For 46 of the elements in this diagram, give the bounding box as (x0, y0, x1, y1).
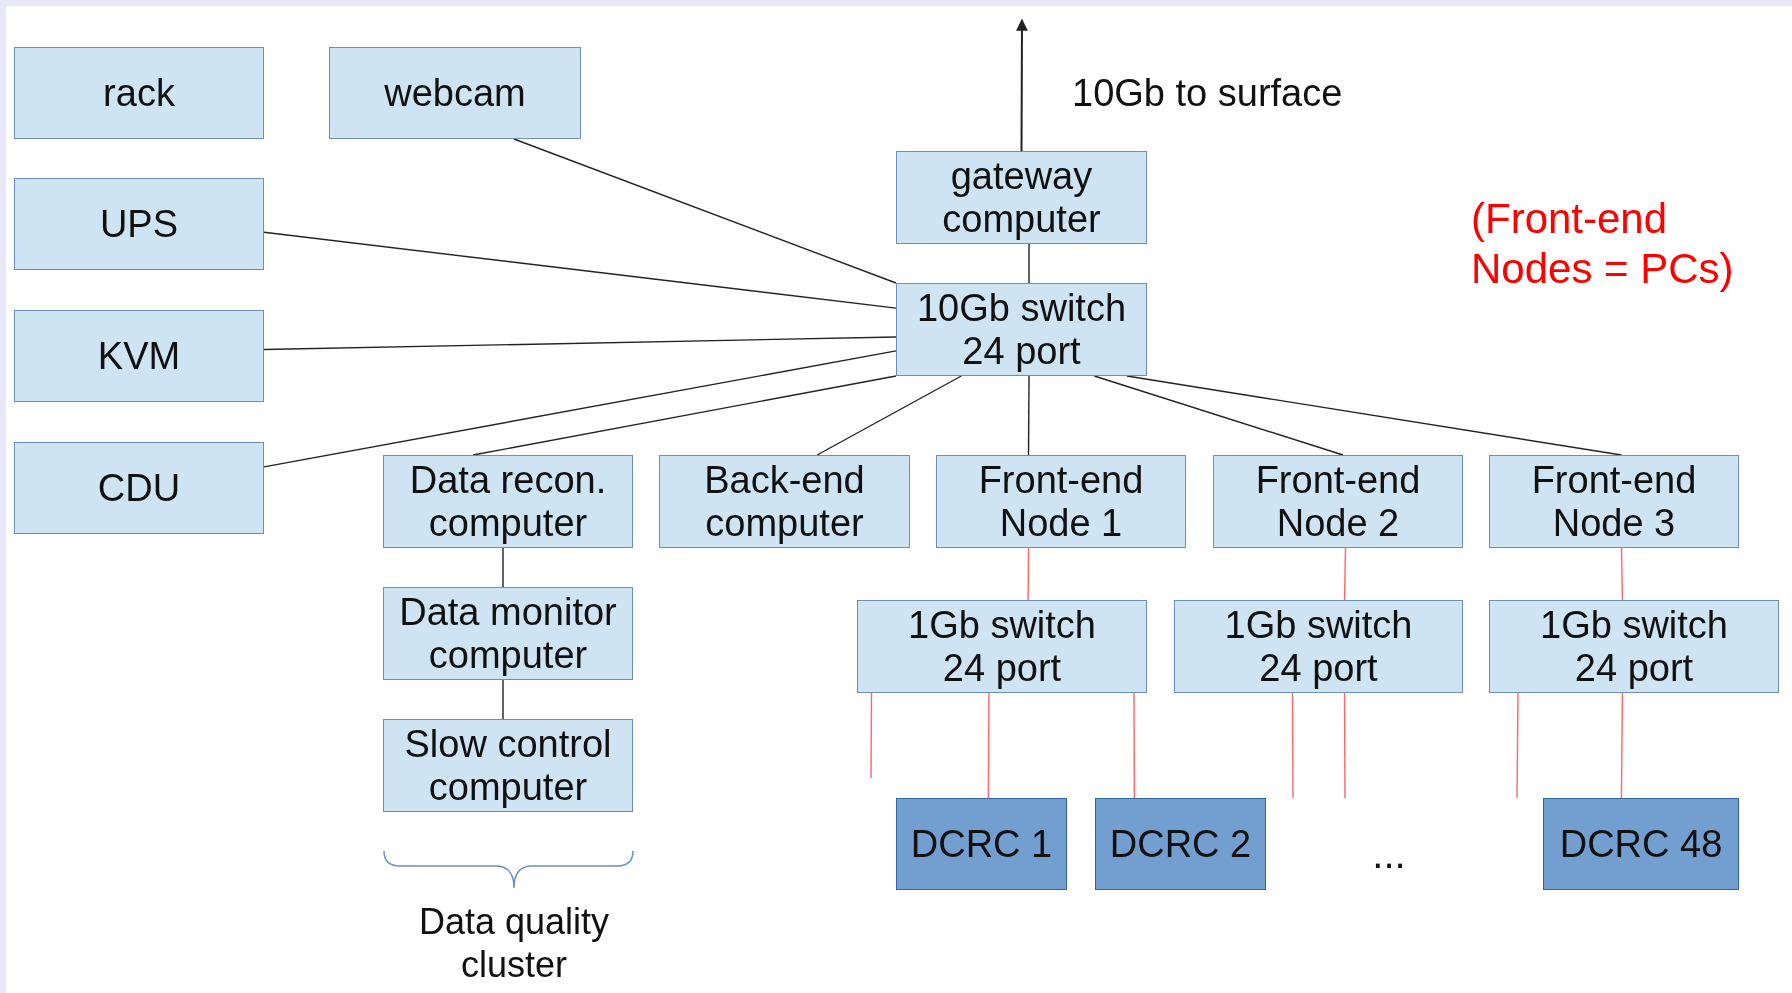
device-box: 10Gb switch 24 port (896, 283, 1147, 376)
connector-line (263, 350, 897, 468)
connector-line (1028, 243, 1030, 284)
note-text: (Front-end Nodes = PCs) (1471, 194, 1735, 295)
device-box: Data monitor computer (383, 587, 633, 680)
device-box: 1Gb switch 24 port (857, 600, 1147, 693)
connector-line (502, 679, 504, 720)
connector-line (1126, 375, 1623, 456)
connector-line (1620, 547, 1624, 601)
device-box: gateway computer (896, 151, 1147, 244)
connector-line (1343, 547, 1347, 601)
connector-line (816, 375, 962, 456)
device-box: Slow control computer (383, 719, 633, 812)
device-box: Back-end computer (659, 455, 910, 548)
device-box: Front-end Node 2 (1213, 455, 1463, 548)
device-box: webcam (329, 47, 581, 139)
device-box: Data recon. computer (383, 455, 633, 548)
connector-line (1516, 692, 1519, 799)
connector-line (1027, 547, 1030, 601)
device-box: KVM (14, 310, 264, 402)
device-box: CDU (14, 442, 264, 534)
group-label: Data quality cluster (417, 900, 611, 987)
connector-line (1291, 692, 1294, 799)
connector-line (1620, 692, 1624, 799)
connector-line (870, 692, 873, 779)
ellipsis-text: ... (1371, 831, 1407, 878)
connector-line (502, 547, 504, 588)
connector-line (513, 138, 897, 284)
device-box: Front-end Node 1 (936, 455, 1186, 548)
connector-line (1093, 375, 1344, 456)
connector-line (263, 336, 897, 351)
board-box: DCRC 2 (1095, 798, 1266, 890)
device-box: 1Gb switch 24 port (1489, 600, 1779, 693)
device-box: rack (14, 47, 264, 139)
board-box: DCRC 1 (896, 798, 1067, 890)
board-box: DCRC 48 (1543, 798, 1739, 890)
device-box: 1Gb switch 24 port (1174, 600, 1463, 693)
connector-line (987, 692, 990, 799)
device-box: UPS (14, 178, 264, 270)
connector-line (1343, 692, 1346, 799)
connector-line (472, 375, 897, 456)
arrow (1015, 18, 1028, 152)
device-box: Front-end Node 3 (1489, 455, 1739, 548)
connector-line (263, 231, 897, 309)
connector-line (1133, 692, 1136, 799)
connector-line (1027, 375, 1030, 456)
